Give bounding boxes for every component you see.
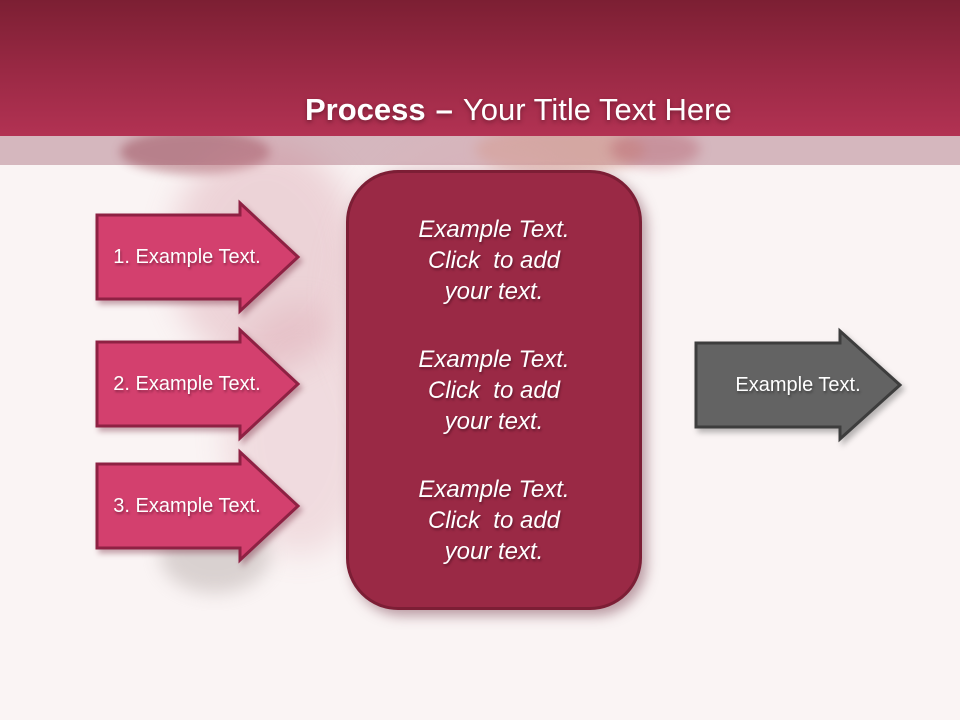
step-label-2: 2. Example Text. [113,372,261,395]
right-arrow-shape [95,199,301,315]
panel-paragraph-3: Example Text. Click to add your text. [418,474,569,567]
panel-paragraph-1: Example Text. Click to add your text. [418,214,569,307]
output-arrow-label: Example Text. [735,373,861,396]
panel-line: Click to add [427,246,561,274]
step-arrow-2[interactable]: 2. Example Text. [95,326,301,442]
step-arrow-1[interactable]: 1. Example Text. [95,199,301,315]
panel-paragraph-2: Example Text. Click to add your text. [418,344,569,437]
step-arrow-3[interactable]: 3. Example Text. [95,448,301,564]
panel-line: Click to add [427,376,561,404]
title-keyword: Process [304,91,426,127]
title-bar: Process–Your Title Text Here [0,0,960,136]
step-label-1: 1. Example Text. [113,245,261,268]
panel-line: your text. [444,407,544,435]
panel-line: Example Text. [418,475,570,503]
right-arrow-shape [95,326,301,442]
title-separator: – [435,91,453,127]
panel-line: Example Text. [418,215,570,243]
output-arrow[interactable]: Example Text. [694,327,903,443]
panel-line: Example Text. [418,345,570,373]
step-label-3: 3. Example Text. [113,494,261,517]
slide-title: Process–Your Title Text Here [0,52,960,168]
detail-panel[interactable]: Example Text. Click to add your text. Ex… [346,170,642,610]
right-arrow-shape [694,327,903,443]
panel-line: Click to add [427,506,561,534]
panel-line: your text. [444,537,544,565]
panel-line: your text. [444,277,544,305]
right-arrow-shape [95,448,301,564]
title-text: Your Title Text Here [462,91,732,127]
